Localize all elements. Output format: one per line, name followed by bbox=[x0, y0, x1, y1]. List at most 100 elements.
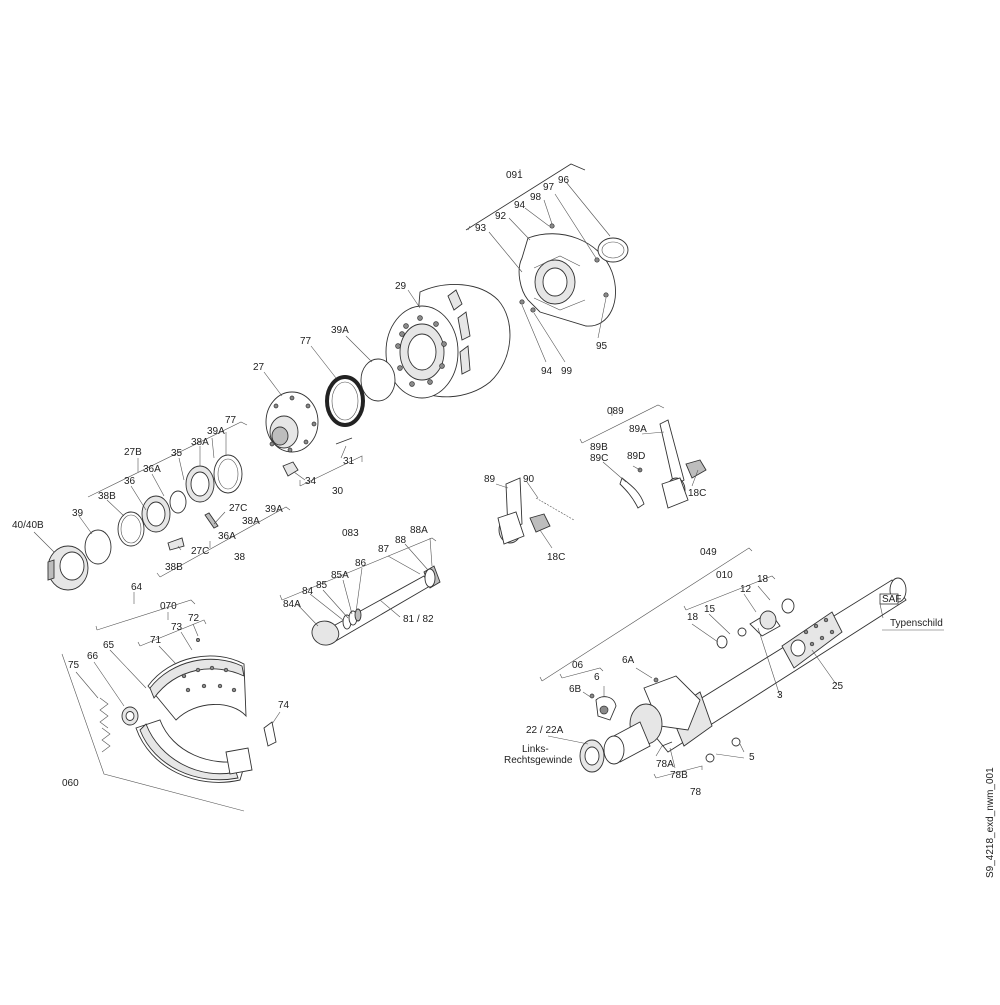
label-88: 88 bbox=[395, 535, 407, 546]
label-010: 010 bbox=[716, 570, 733, 581]
label-6a: 6A bbox=[622, 655, 635, 666]
ring-18c-b bbox=[529, 513, 551, 533]
label-85: 85 bbox=[316, 580, 328, 591]
label-38a-b: 38A bbox=[191, 437, 209, 448]
label-38b: 38B bbox=[98, 491, 116, 502]
label-88a: 88A bbox=[410, 525, 428, 536]
label-15: 15 bbox=[704, 604, 716, 615]
axle-beam: SAF bbox=[579, 577, 907, 773]
label-89c: 89C bbox=[590, 453, 608, 464]
label-089: 089 bbox=[607, 406, 624, 417]
label-39a-c: 39A bbox=[265, 504, 283, 515]
screw-94-lower bbox=[519, 299, 525, 305]
ring-39a bbox=[360, 358, 396, 402]
camshaft bbox=[311, 565, 441, 646]
label-78: 78 bbox=[690, 787, 702, 798]
label-97: 97 bbox=[543, 182, 555, 193]
label-71: 71 bbox=[150, 635, 162, 646]
label-77-b: 77 bbox=[225, 415, 237, 426]
saf-plate-text: SAF bbox=[882, 594, 901, 605]
label-38a-c: 38A bbox=[242, 516, 260, 527]
brake-drum: 29 bbox=[385, 281, 511, 399]
label-12: 12 bbox=[740, 584, 752, 595]
slack-adjuster-089 bbox=[619, 419, 707, 509]
label-5: 5 bbox=[749, 752, 755, 763]
label-78a: 78A bbox=[656, 759, 674, 770]
label-27c-b: 27C bbox=[191, 546, 209, 557]
label-87: 87 bbox=[378, 544, 390, 555]
label-25: 25 bbox=[832, 681, 844, 692]
label-6: 6 bbox=[594, 672, 600, 683]
label-070: 070 bbox=[160, 601, 177, 612]
clip-89c bbox=[619, 477, 645, 509]
clamp-ring bbox=[597, 237, 629, 263]
label-94-bottom: 94 bbox=[541, 366, 553, 377]
links-label-line2: Rechtsgewinde bbox=[504, 755, 573, 766]
washer-99 bbox=[530, 307, 536, 313]
label-39: 39 bbox=[72, 508, 84, 519]
ring-38b bbox=[117, 511, 145, 547]
label-72: 72 bbox=[188, 613, 200, 624]
label-27: 27 bbox=[253, 362, 265, 373]
label-39a-top: 39A bbox=[331, 325, 349, 336]
ring-5a bbox=[705, 753, 715, 763]
drawing-id: S9_4218_exd_nwm_001 bbox=[985, 767, 996, 878]
label-38: 38 bbox=[234, 552, 246, 563]
label-18-b: 18 bbox=[687, 612, 699, 623]
label-18c-b: 18C bbox=[547, 552, 565, 563]
label-22-22a: 22 / 22A bbox=[526, 725, 564, 736]
label-84: 84 bbox=[302, 586, 314, 597]
label-3: 3 bbox=[777, 690, 783, 701]
hub-cap bbox=[47, 545, 89, 591]
camshaft-body bbox=[325, 575, 431, 643]
links-label-line1: Links- bbox=[522, 744, 549, 755]
label-86: 86 bbox=[355, 558, 367, 569]
ring-39 bbox=[84, 529, 112, 565]
label-81-82: 81 / 82 bbox=[403, 614, 434, 625]
label-66: 66 bbox=[87, 651, 99, 662]
label-90: 90 bbox=[523, 474, 535, 485]
label-18c-a: 18C bbox=[688, 488, 706, 499]
label-93: 93 bbox=[475, 223, 487, 234]
label-40-40b: 40/40B bbox=[12, 520, 44, 531]
ring-5b bbox=[731, 737, 741, 747]
ring-18c-a bbox=[685, 459, 707, 479]
label-36a: 36A bbox=[143, 464, 161, 475]
clip-74 bbox=[263, 721, 277, 747]
label-29: 29 bbox=[395, 281, 407, 292]
label-99: 99 bbox=[561, 366, 573, 377]
label-64: 64 bbox=[131, 582, 143, 593]
spacer-27c bbox=[167, 537, 185, 551]
label-92: 92 bbox=[495, 211, 507, 222]
screw-94 bbox=[549, 223, 555, 229]
label-36a-b: 36A bbox=[218, 531, 236, 542]
slack-adjuster-89 bbox=[497, 477, 575, 545]
label-85a: 85A bbox=[331, 570, 349, 581]
label-89b: 89B bbox=[590, 442, 608, 453]
brake-shoes bbox=[99, 638, 277, 783]
hub-nut-34 bbox=[282, 461, 299, 477]
label-6b: 6B bbox=[569, 684, 582, 695]
label-083: 083 bbox=[342, 528, 359, 539]
label-30: 30 bbox=[332, 486, 344, 497]
label-36: 36 bbox=[124, 476, 136, 487]
pin-27c bbox=[204, 512, 219, 529]
label-049: 049 bbox=[700, 547, 717, 558]
screw-95 bbox=[603, 292, 609, 298]
label-73: 73 bbox=[171, 622, 183, 633]
label-18-a: 18 bbox=[757, 574, 769, 585]
label-31: 31 bbox=[343, 456, 355, 467]
label-060: 060 bbox=[62, 778, 79, 789]
label-95: 95 bbox=[596, 341, 608, 352]
label-091: 091 bbox=[506, 170, 523, 181]
saf-plate bbox=[879, 593, 899, 605]
wheel-hub bbox=[265, 391, 353, 477]
label-38b-b: 38B bbox=[165, 562, 183, 573]
label-77-top: 77 bbox=[300, 336, 312, 347]
camshaft-s-cam bbox=[311, 620, 340, 646]
screw-97 bbox=[594, 257, 600, 263]
label-34: 34 bbox=[305, 476, 317, 487]
label-78b: 78B bbox=[670, 770, 688, 781]
label-89: 89 bbox=[484, 474, 496, 485]
